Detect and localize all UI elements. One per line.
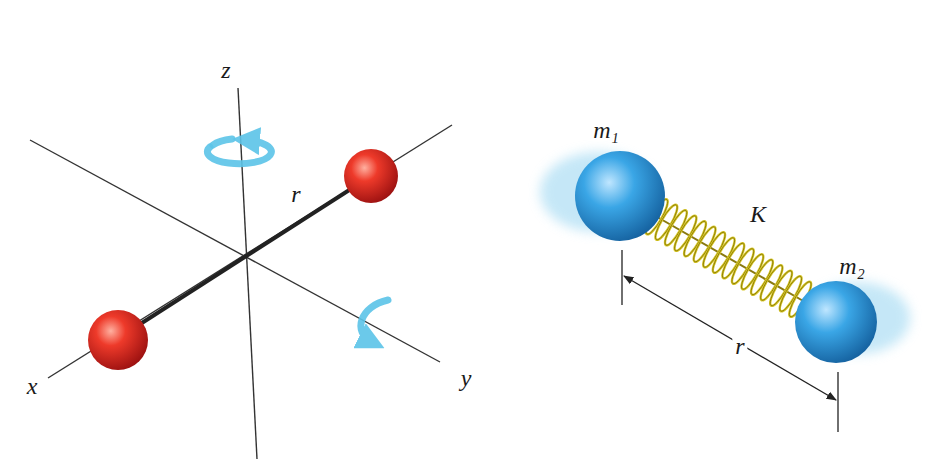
dimension-line xyxy=(624,276,836,400)
axis-label: y xyxy=(458,365,475,391)
mass-label: m₁ xyxy=(590,117,622,143)
axes xyxy=(30,88,452,459)
atom-sphere xyxy=(88,310,148,370)
axis-label: x xyxy=(24,373,41,399)
axis-label: z xyxy=(218,57,233,83)
distance-label: r xyxy=(288,181,303,207)
rotation-arrow-y xyxy=(361,300,388,342)
x-axis xyxy=(48,125,452,378)
spring-constant-label: K xyxy=(747,201,769,227)
mass-label: m₂ xyxy=(836,253,868,279)
dimension xyxy=(622,250,838,432)
bond xyxy=(120,178,368,337)
distance-label: r xyxy=(732,333,747,359)
rotation-arrow-z-tail xyxy=(213,139,232,145)
spring xyxy=(642,197,814,319)
spring-axis xyxy=(652,214,805,302)
extension-line xyxy=(621,250,622,305)
atom-sphere xyxy=(344,149,398,203)
rotation-arrow-z xyxy=(207,140,271,164)
mass-sphere xyxy=(795,281,877,363)
extension-line xyxy=(837,372,838,432)
mass-sphere xyxy=(575,151,665,241)
